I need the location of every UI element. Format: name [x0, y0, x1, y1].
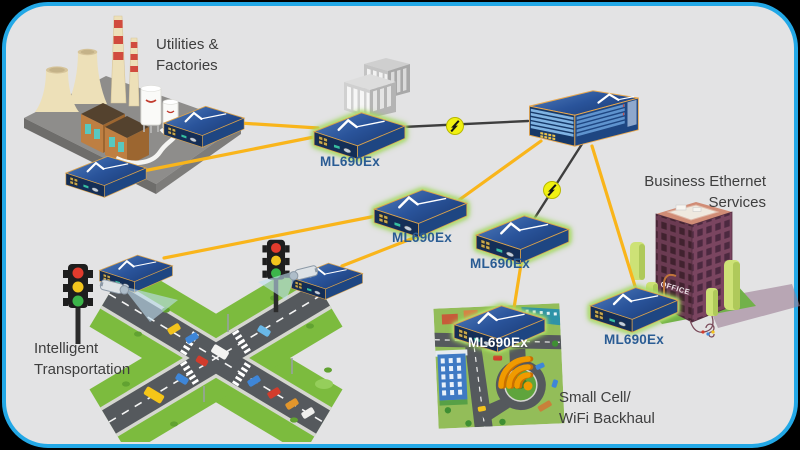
- link-access-smallcell: [512, 256, 524, 310]
- chimney-icon: [110, 15, 140, 107]
- link-central-switch: [401, 119, 530, 129]
- business-title-line1: Business Ethernet: [644, 173, 766, 190]
- device-label-mid: ML690Ex: [392, 230, 452, 245]
- link-factory1-central: [238, 121, 320, 130]
- central-office-building: [344, 58, 410, 118]
- office-building-illustration: OFFICE: [630, 202, 800, 338]
- storage-tank-icon: [140, 85, 179, 133]
- device-label-access: ML690Ex: [470, 256, 530, 271]
- network-device-office-ml690ex: [588, 284, 680, 334]
- network-links-layer: [136, 117, 640, 310]
- link-mid-transport-left: [162, 214, 378, 260]
- link-switch-mid: [457, 139, 543, 202]
- traffic-light-icon: [58, 262, 98, 346]
- device-label-office: ML690Ex: [604, 332, 664, 347]
- transportation-title-line1: Intelligent: [34, 340, 99, 357]
- intersection-illustration: [89, 274, 343, 442]
- small-cell-title-line1: Small Cell/: [559, 389, 631, 406]
- city-cars: [477, 355, 559, 412]
- aggregation-switch-chassis: [524, 86, 642, 150]
- utilities-title-line2: Factories: [156, 57, 218, 74]
- network-device-factory-1: [162, 103, 246, 149]
- utilities-factories-title: Utilities & Factories: [156, 34, 219, 76]
- cooling-tower-icon: [35, 48, 107, 112]
- link-switch-office: [590, 144, 640, 298]
- wifi-icon: [498, 356, 534, 391]
- small-cell-title: Small Cell/ WiFi Backhaul: [559, 387, 655, 429]
- business-ethernet-title: Business Ethernet Services: [634, 171, 766, 213]
- device-label-smallcell: ML690Ex: [468, 335, 528, 350]
- utilities-title-line1: Utilities &: [156, 36, 219, 53]
- intelligent-transportation-title: Intelligent Transportation: [34, 338, 130, 380]
- lightning-bolt-icon: [543, 181, 561, 199]
- network-device-factory-2: [64, 153, 148, 199]
- small-cell-title-line2: WiFi Backhaul: [559, 410, 655, 427]
- link-factory2-central: [136, 135, 316, 174]
- business-title-line2: Services: [708, 194, 766, 211]
- device-label-central: ML690Ex: [320, 154, 380, 169]
- link-mid-transport-right: [340, 235, 418, 268]
- lightning-bolt-icon: [446, 117, 464, 135]
- cctv-camera-icon: [258, 264, 320, 300]
- cctv-camera-icon: [98, 278, 178, 322]
- traffic-cars: [143, 323, 315, 419]
- factory-building-icon: [81, 103, 149, 166]
- transportation-title-line2: Transportation: [34, 361, 131, 378]
